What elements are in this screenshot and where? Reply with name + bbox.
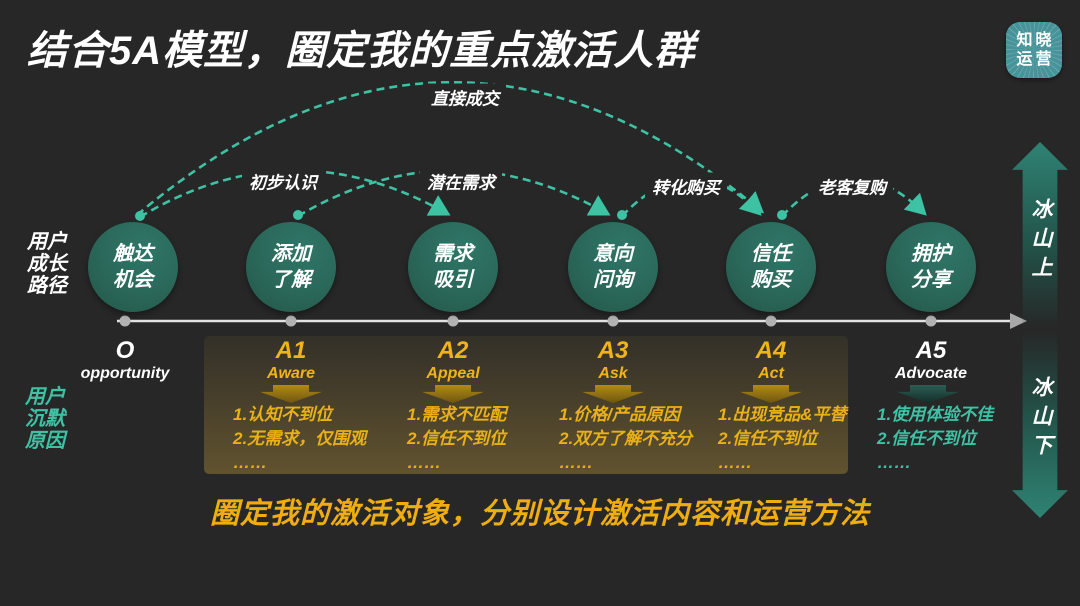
reason-item: 1.使用体验不佳 <box>877 405 994 424</box>
reason-item: 1.需求不匹配 <box>407 405 507 424</box>
reasons-a3: 1.价格/产品原因 2.双方了解不充分 …… <box>559 403 692 475</box>
arc-label-repeat-purchase: 老客复购 <box>811 172 893 200</box>
stage-name: Ask <box>598 365 628 382</box>
reasons-a2: 1.需求不匹配 2.信任不到位 …… <box>407 403 506 475</box>
circle-label: 了解 <box>271 269 311 291</box>
circle-label: 机会 <box>113 269 153 291</box>
silence-reason-line: 沉默 <box>25 408 65 430</box>
circle-label: 吸引 <box>433 269 473 291</box>
arc-label-potential-demand: 潜在需求 <box>420 167 502 195</box>
stage-circle-appeal: 需求吸引 <box>408 222 498 312</box>
circle-label: 分享 <box>911 269 951 291</box>
circle-label: 拥护 <box>911 243 951 265</box>
circle-label: 购买 <box>751 269 791 291</box>
growth-path-line: 成长 <box>27 253 67 275</box>
stage-name: Appeal <box>426 365 480 382</box>
reason-item: 2.双方了解不充分 <box>559 429 693 448</box>
growth-path-line: 用户 <box>27 231 67 253</box>
reasons-a4: 1.出现竞品&平替 2.信任不到位 …… <box>718 403 846 475</box>
page-title: 结合5A模型，圈定我的重点激活人群 <box>27 29 696 73</box>
stage-name: opportunity <box>80 365 170 382</box>
stage-circle-add: 添加了解 <box>246 222 336 312</box>
stage-name: Aware <box>266 365 316 382</box>
circle-label: 添加 <box>271 243 311 265</box>
circle-label: 需求 <box>433 243 473 265</box>
reason-item: …… <box>877 453 911 472</box>
highlight-panel <box>204 336 848 474</box>
reason-item: 2.无需求，仅围观 <box>233 429 367 448</box>
growth-path-label: 用户 成长 路径 <box>27 231 67 297</box>
circle-label: 信任 <box>751 243 791 265</box>
stage-circle-reach: 触达机会 <box>88 222 178 312</box>
reasons-a5: 1.使用体验不佳 2.信任不到位 …… <box>877 403 993 475</box>
stage-circle-act: 信任购买 <box>726 222 816 312</box>
reason-item: …… <box>233 453 267 472</box>
logo-text-line2: 运营 <box>1016 51 1055 68</box>
circle-label: 意向 <box>593 243 633 265</box>
stage-name: Act <box>758 365 784 382</box>
circle-label: 触达 <box>113 243 153 265</box>
footer-note: 圈定我的激活对象，分别设计激活内容和运营方法 <box>209 498 870 530</box>
brand-logo-icon: 知晓 运营 <box>1006 22 1062 78</box>
reason-item: …… <box>559 453 593 472</box>
stage-code: O <box>115 337 135 364</box>
chevron-down-icon <box>897 385 959 403</box>
reason-item: …… <box>718 453 752 472</box>
arc-label-conversion-purchase: 转化购买 <box>645 172 727 200</box>
stage-circle-ask: 意向问询 <box>568 222 658 312</box>
silence-reason-label: 用户 沉默 原因 <box>25 386 65 452</box>
stage-code: A3 <box>597 337 629 364</box>
reason-item: 1.认知不到位 <box>233 405 333 424</box>
stage-name: Advocate <box>894 365 968 382</box>
iceberg-below-label: 冰山下 <box>1029 376 1052 463</box>
iceberg-above-label: 冰山上 <box>1029 198 1052 285</box>
stage-code: A5 <box>915 337 947 364</box>
arc-label-initial-awareness: 初步认识 <box>242 167 324 195</box>
reason-item: …… <box>407 453 441 472</box>
logo-text-line1: 知晓 <box>1016 32 1055 49</box>
reason-item: 2.信任不到位 <box>407 429 507 448</box>
reasons-a1: 1.认知不到位 2.无需求，仅围观 …… <box>233 403 366 475</box>
reason-item: 2.信任不到位 <box>877 429 977 448</box>
reason-item: 1.出现竞品&平替 <box>718 405 847 424</box>
stage-code: A2 <box>437 337 469 364</box>
logo-rays-decoration <box>1006 22 1062 78</box>
silence-reason-line: 用户 <box>25 386 65 408</box>
circle-label: 问询 <box>593 269 633 291</box>
stage-circle-advocate: 拥护分享 <box>886 222 976 312</box>
reason-item: 1.价格/产品原因 <box>559 405 680 424</box>
stage-code: A4 <box>755 337 787 364</box>
silence-reason-line: 原因 <box>25 430 65 452</box>
stage-code: A1 <box>275 337 307 364</box>
reason-item: 2.信任不到位 <box>718 429 818 448</box>
arc-label-direct-deal: 直接成交 <box>424 83 506 111</box>
growth-path-line: 路径 <box>27 275 67 297</box>
